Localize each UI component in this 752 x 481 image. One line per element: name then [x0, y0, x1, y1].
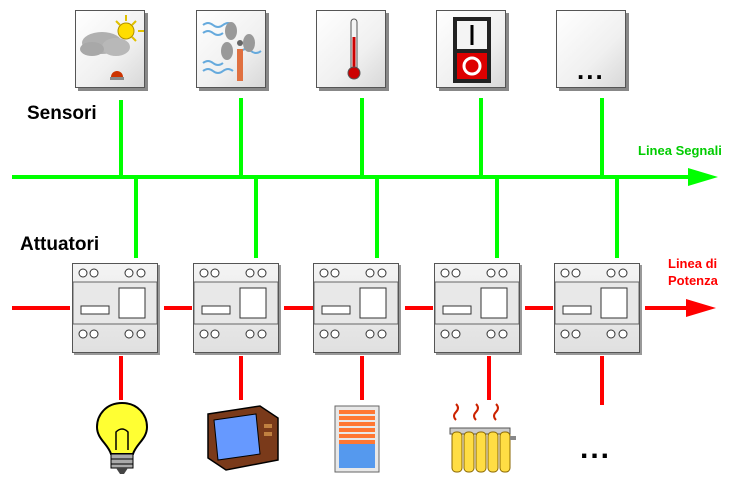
actuator-module-2: [193, 263, 279, 353]
thermometer-icon: [347, 18, 361, 80]
actuator-module-icon: [555, 268, 639, 339]
signal-arrow-head: [688, 168, 718, 186]
switch-icon: [453, 17, 491, 83]
linea-potenza-label-1: Linea di: [668, 256, 718, 271]
actuator-module-icon: [435, 268, 519, 339]
linea-segnali-label: Linea Segnali: [638, 143, 722, 158]
actuator-module-5: [554, 263, 640, 353]
power-arrow-head: [686, 299, 716, 317]
anemometer-icon: [202, 22, 262, 81]
actuator-module-icon: [73, 268, 157, 339]
sensor-ellipsis: ...: [577, 55, 605, 85]
blinds-icon: [334, 405, 380, 473]
sensor-switch: [436, 10, 506, 88]
actuator-module-3: [313, 263, 399, 353]
attuatori-label: Attuatori: [20, 234, 100, 255]
actuator-module-icon: [314, 268, 398, 339]
actuator-module-4: [434, 263, 520, 353]
sensor-temperature: [316, 10, 386, 88]
actuator-module-icon: [194, 268, 278, 339]
linea-potenza-label-2: Potenza: [668, 273, 718, 288]
lightbulb-icon: [95, 401, 149, 474]
actuator-module-1: [72, 263, 158, 353]
sensor-wind: [196, 10, 266, 88]
sensori-label: Sensori: [27, 103, 97, 124]
radiator-icon: [449, 403, 516, 473]
weather-icon: [80, 15, 144, 80]
sensor-weather: [75, 10, 145, 88]
tv-icon: [207, 405, 279, 471]
sensor-more: ...: [556, 10, 626, 88]
device-ellipsis: ...: [580, 432, 612, 465]
